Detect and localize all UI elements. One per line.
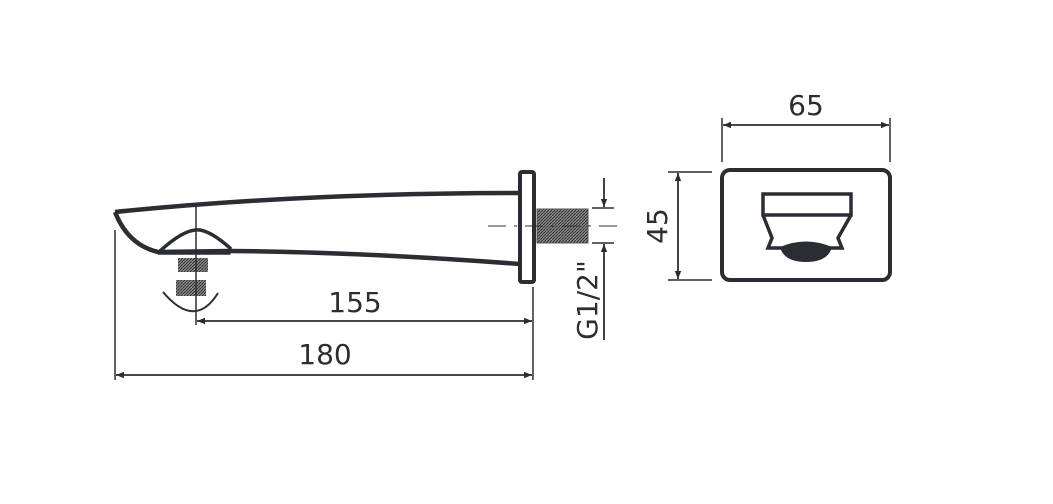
front-plate <box>720 168 892 282</box>
wall-flange <box>518 170 536 284</box>
water-spray-icon <box>162 258 219 313</box>
dimension-180-label: 180 <box>298 338 351 371</box>
dimension-45-label: 45 <box>641 208 674 244</box>
dimension-65-label: 65 <box>788 89 824 122</box>
side-view: 155 180 G1/2" <box>112 170 620 380</box>
aerator <box>780 241 832 262</box>
spout-body <box>112 190 521 267</box>
outlet-top <box>761 192 853 217</box>
front-view: 65 45 <box>641 89 892 282</box>
thread-size-label: G1/2" <box>571 260 604 340</box>
dimension-155-label: 155 <box>328 286 381 319</box>
spout-aerator-hump <box>158 228 232 255</box>
